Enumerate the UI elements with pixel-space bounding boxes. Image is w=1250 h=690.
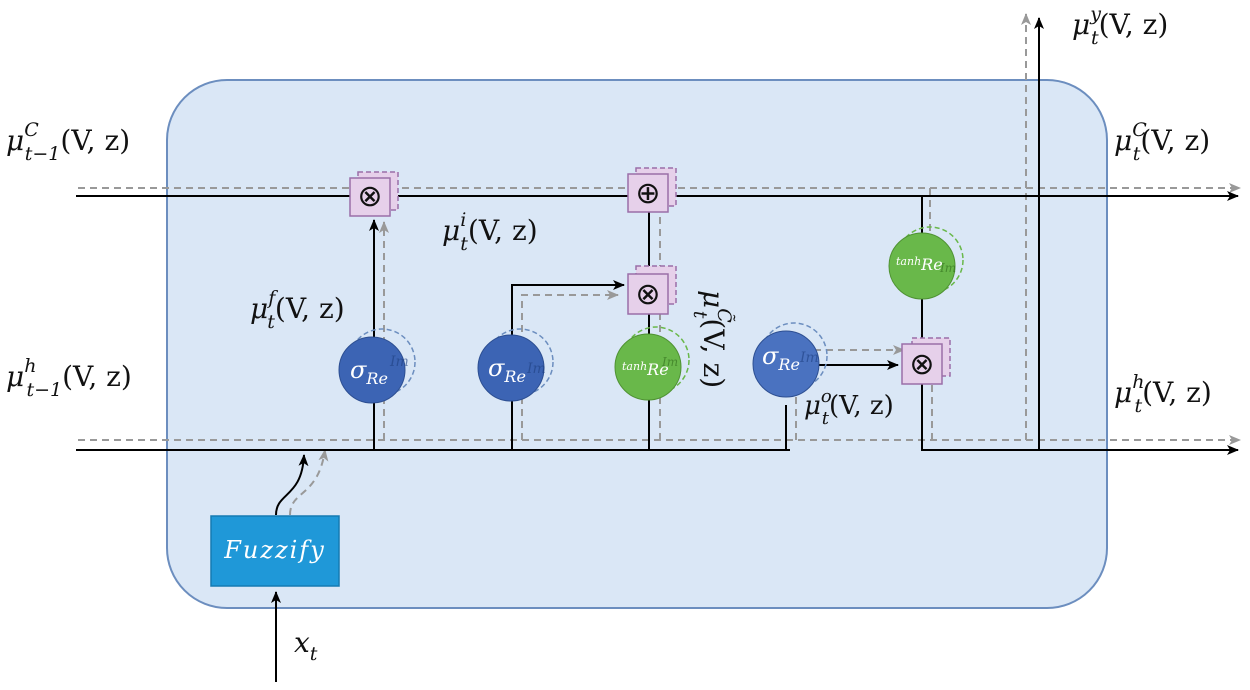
label-candidate: μC̃t(V, z) xyxy=(689,290,735,388)
forget-sigma-sub: Re xyxy=(365,369,388,388)
input-sigma-sub: Re xyxy=(503,367,526,386)
output-multiply-symbol: ⊗ xyxy=(909,347,934,382)
input-sigma-symbol: σ xyxy=(488,354,505,382)
candidate-ghost-sub: Im xyxy=(661,355,678,369)
input-sigma-node: Im σRe xyxy=(477,328,554,402)
cell-tanh-node: Im tanhRe xyxy=(888,226,964,300)
svg-text:σRe: σRe xyxy=(350,356,388,388)
svg-text:σRe: σRe xyxy=(488,354,526,386)
input-multiply-symbol: ⊗ xyxy=(635,277,660,312)
svg-text:tanhRe: tanhRe xyxy=(896,255,943,274)
forget-ghost-sub: Im xyxy=(389,354,409,370)
candidate-tanh-node: Im tanhRe xyxy=(614,326,690,401)
forget-multiply-gate: ⊗ xyxy=(349,171,399,217)
output-multiply-gate: ⊗ xyxy=(901,337,951,385)
forget-sigma-node: Im σRe xyxy=(338,328,416,404)
svg-text:σRe: σRe xyxy=(762,342,800,374)
fuzzify-block: Fuzzify xyxy=(210,515,340,587)
cell-ghost-sub: Im xyxy=(939,261,956,275)
output-sigma-sub: Re xyxy=(777,355,800,374)
cell-tanh-sub: Re xyxy=(920,255,943,274)
label-x-in: xt xyxy=(294,626,318,665)
input-multiply-gate: ⊗ xyxy=(627,265,677,315)
input-ghost-sub: Im xyxy=(526,361,546,377)
add-gate: ⊕ xyxy=(627,167,677,213)
output-sigma-symbol: σ xyxy=(762,342,779,370)
svg-text:tanhRe: tanhRe xyxy=(622,360,669,379)
forget-multiply-symbol: ⊗ xyxy=(357,179,382,214)
candidate-tanh-sub: Re xyxy=(646,360,669,379)
add-symbol: ⊕ xyxy=(635,176,660,211)
forget-sigma-symbol: σ xyxy=(350,356,367,384)
output-sigma-node: Im σRe xyxy=(752,322,828,398)
cell-tanh-symbol: tanh xyxy=(896,255,921,268)
candidate-tanh-symbol: tanh xyxy=(622,360,647,373)
output-ghost-sub: Im xyxy=(799,350,819,366)
fuzzify-label: Fuzzify xyxy=(223,536,326,564)
